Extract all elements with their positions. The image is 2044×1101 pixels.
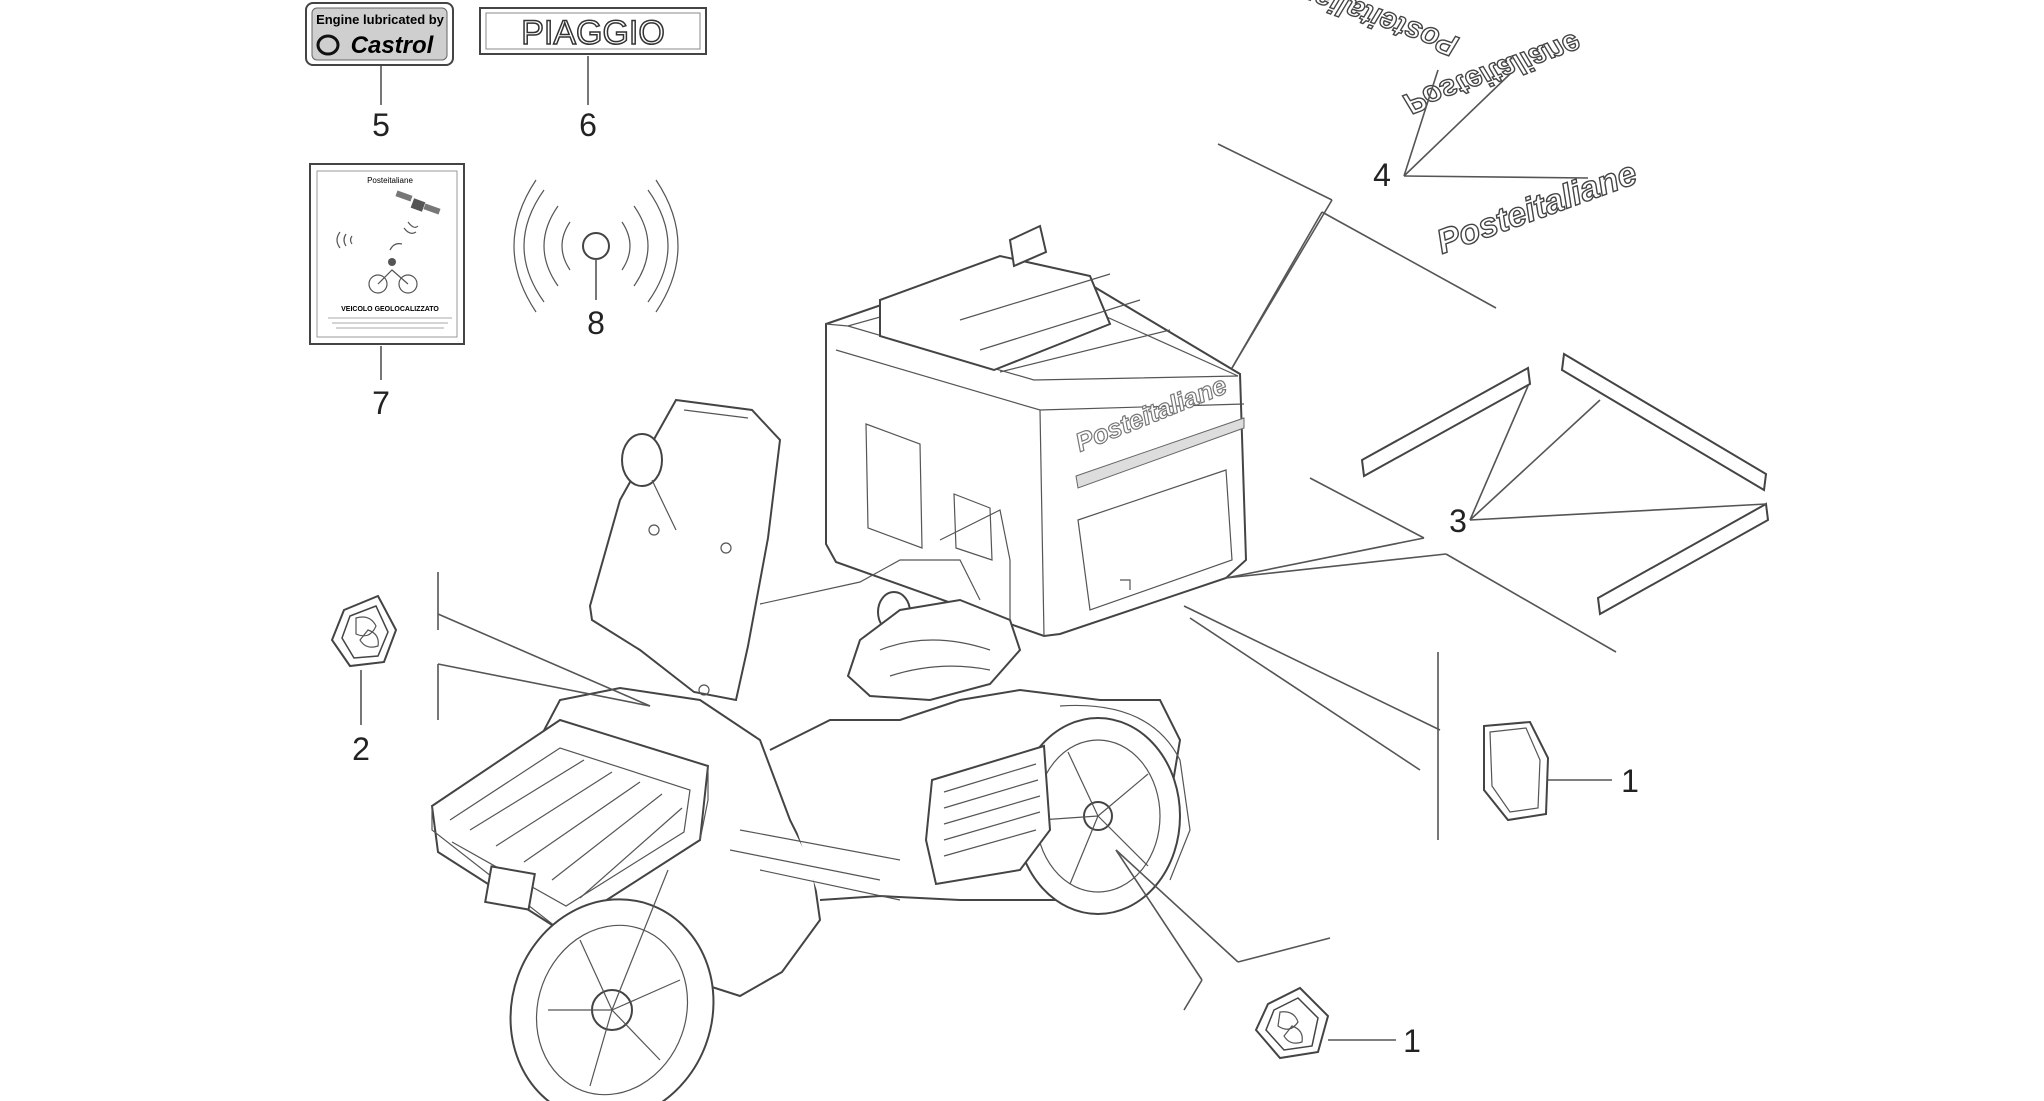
front-wheel xyxy=(509,869,715,1101)
callout-3: 3 xyxy=(1449,503,1467,539)
callout-4: 4 xyxy=(1373,157,1391,193)
poste-lettering-upside-down: Posteitaliane xyxy=(1277,0,1462,62)
castrol-top-text: Engine lubricated by xyxy=(316,12,445,27)
front-badge xyxy=(330,594,398,668)
front-rack xyxy=(430,718,710,952)
wheel-badge xyxy=(1254,986,1330,1060)
castrol-brand-text: Castrol xyxy=(351,32,435,59)
castrol-decal: Engine lubricated by Castrol xyxy=(305,2,454,66)
poste-lettering-right: Posteitaliane xyxy=(1432,154,1642,261)
signal-waves-icon xyxy=(336,221,419,249)
top-case: Posteitaliane xyxy=(825,224,1248,638)
callout-1b: 1 xyxy=(1403,1023,1421,1059)
satellite-icon xyxy=(395,190,441,215)
callout-5: 5 xyxy=(372,107,390,143)
scooter-rider-icon xyxy=(368,243,418,294)
three-wheel-scooter: Posteitaliane xyxy=(430,224,1248,1101)
piaggio-text: PIAGGIO xyxy=(521,14,665,52)
callout-2: 2 xyxy=(352,731,370,767)
rear-wheel xyxy=(1015,704,1191,915)
callout-8: 8 xyxy=(587,305,605,341)
callout-6: 6 xyxy=(579,107,597,143)
geolocation-decal: Posteitaliane VEICOLO GEOLOCALIZZATO xyxy=(309,163,465,345)
signal-sticker xyxy=(513,179,679,313)
poste-lettering: Posteitaliane Posteitaliane Posteitalian… xyxy=(1276,0,1642,262)
callout-7: 7 xyxy=(372,385,390,421)
piaggio-decal: PIAGGIO xyxy=(479,7,707,55)
windscreen xyxy=(588,398,782,702)
geo-header-text: Posteitaliane xyxy=(367,176,413,185)
reflective-strips xyxy=(1360,352,1770,616)
side-badge xyxy=(1483,720,1550,822)
geo-caption-text: VEICOLO GEOLOCALIZZATO xyxy=(341,306,439,313)
callout-1a: 1 xyxy=(1621,763,1639,799)
